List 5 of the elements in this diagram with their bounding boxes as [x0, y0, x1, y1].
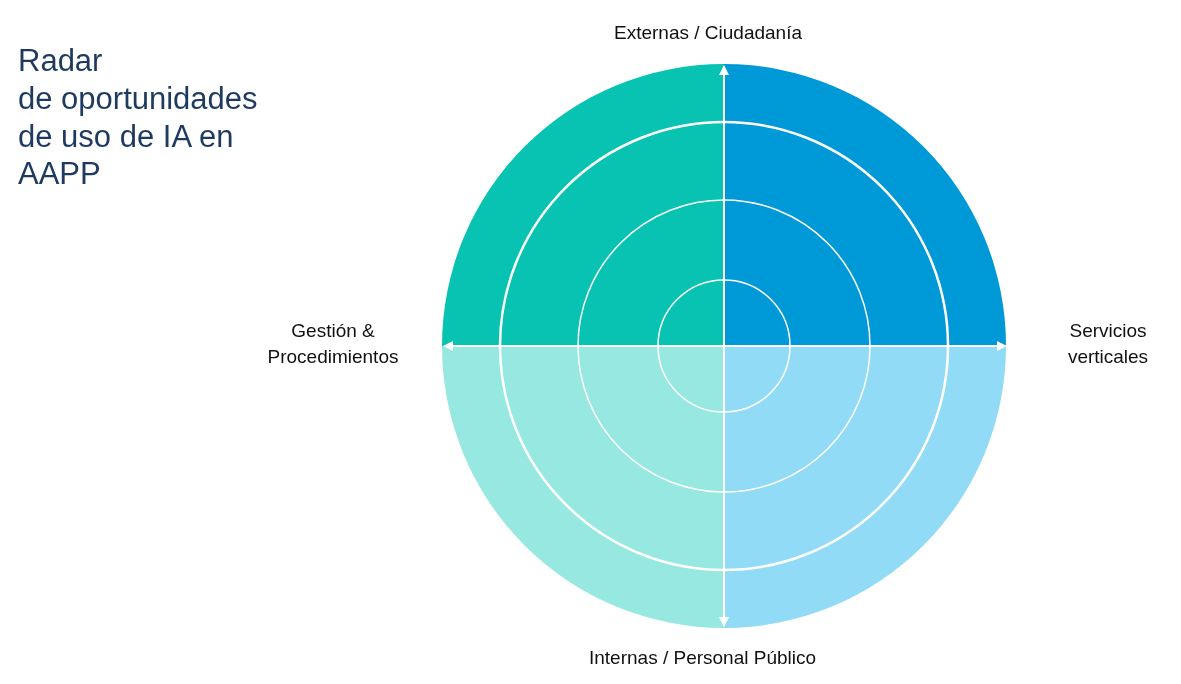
title: Radar de oportunidades de uso de IA en AAPP: [18, 42, 258, 194]
axis-label: Gestión & Procedimientos: [266, 319, 400, 369]
axis-label: Servicios verticales: [1066, 319, 1150, 369]
axis-label: Internas / Personal Público: [589, 646, 817, 670]
axis-label: Externas / Ciudadanía: [614, 21, 802, 45]
